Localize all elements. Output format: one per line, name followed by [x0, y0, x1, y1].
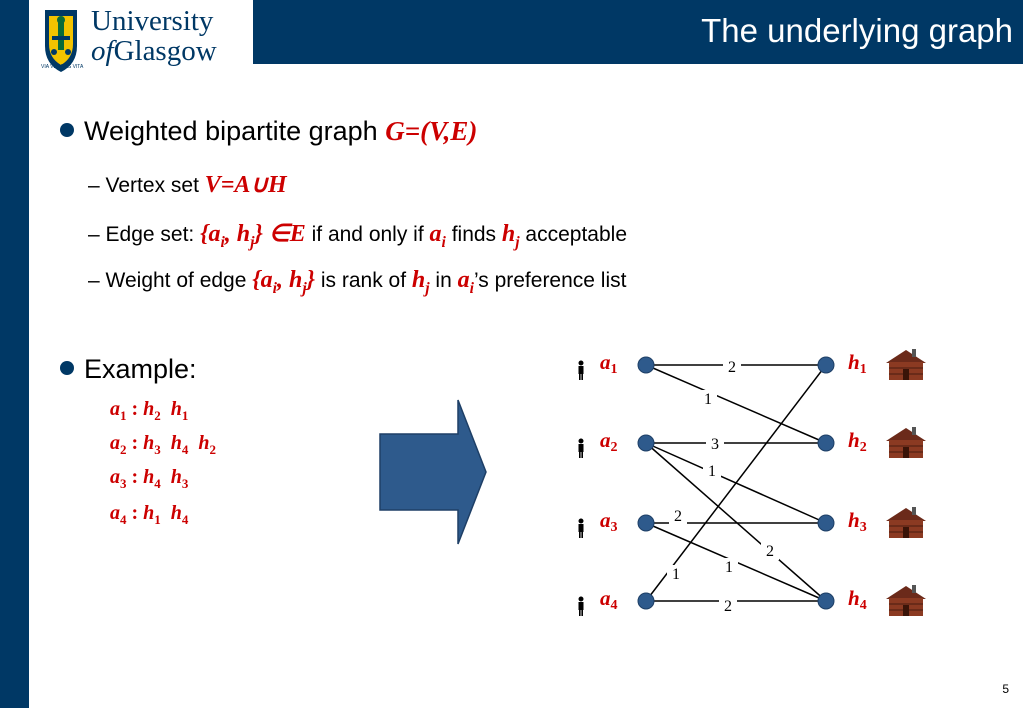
preference-row: a2 : h3 h4 h2	[110, 432, 217, 457]
crest-icon	[45, 10, 77, 72]
bullet-example: Example:	[60, 354, 197, 385]
bullet-weighted-bipartite: Weighted bipartite graph G=(V,E)	[60, 116, 477, 147]
person-icon	[578, 518, 584, 538]
graph-edge	[645, 442, 827, 602]
edge-weight-label: 2	[724, 598, 732, 615]
house-node	[817, 434, 835, 452]
person-icon	[578, 360, 584, 380]
house-label: h4	[848, 586, 867, 613]
house-icon	[886, 427, 926, 458]
person-icon	[578, 596, 584, 616]
house-label: h1	[848, 350, 867, 377]
agent-node	[637, 434, 655, 452]
edge-weight-label: 2	[728, 359, 736, 376]
house-node	[817, 592, 835, 610]
bullet-dot	[60, 361, 74, 375]
logo-motto: VIA VERITAS VITA	[41, 64, 84, 70]
sub-bullet-edge-set: – Edge set: {ai, hj} ∈E if and only if a…	[88, 221, 628, 251]
right-arrow-icon	[379, 399, 487, 545]
vertex-set-notation: V=A∪H	[204, 172, 287, 198]
logo-of: of	[91, 35, 114, 67]
sub-bullet-vertex-set: – Vertex set V=A∪H	[88, 172, 287, 198]
house-icon	[886, 349, 926, 380]
agent-node	[637, 356, 655, 374]
edge-notation: {ai, hj} ∈E	[200, 221, 306, 251]
edge-weight-label: 1	[704, 391, 712, 408]
logo-line-university: University	[91, 5, 214, 37]
edge-weight-label: 2	[766, 543, 774, 560]
edge-weight-label: 3	[711, 436, 719, 453]
agent-label: a2	[600, 428, 618, 455]
agent-node	[637, 592, 655, 610]
logo-wordmark: University ofGlasgow	[91, 6, 217, 66]
logo-line-glasgow: Glasgow	[113, 35, 217, 67]
person-icon	[578, 438, 584, 458]
preference-row: a3 : h4 h3	[110, 466, 189, 491]
house-label: h3	[848, 508, 867, 535]
agent-label: a1	[600, 350, 618, 377]
university-logo: University ofGlasgow VIA VERITAS VITA	[29, 0, 253, 78]
edge-weight-label: 2	[674, 508, 682, 525]
edge-weight-label: 1	[708, 463, 716, 480]
graph-notation: G=(V,E)	[385, 116, 478, 146]
preference-row: a4 : h1 h4	[110, 502, 189, 527]
graph-edge	[645, 364, 827, 602]
house-icon	[886, 507, 926, 538]
edge-weight-label: 1	[725, 559, 733, 576]
house-label: h2	[848, 428, 867, 455]
left-accent-bar	[0, 0, 29, 708]
house-node	[817, 514, 835, 532]
header-bar: The underlying graph	[253, 0, 1023, 64]
preference-row: a1 : h2 h1	[110, 398, 189, 423]
sub-bullet-edge-weight: – Weight of edge {ai, hj} is rank of hj …	[88, 267, 627, 297]
agent-node	[637, 514, 655, 532]
edge-weight-label: 1	[672, 566, 680, 583]
agent-label: a3	[600, 508, 618, 535]
agent-label: a4	[600, 586, 618, 613]
house-icon	[886, 585, 926, 616]
slide-title: The underlying graph	[701, 12, 1013, 49]
graph-edge	[645, 364, 827, 444]
bullet-dot	[60, 123, 74, 137]
house-node	[817, 356, 835, 374]
page-number: 5	[1002, 682, 1009, 696]
